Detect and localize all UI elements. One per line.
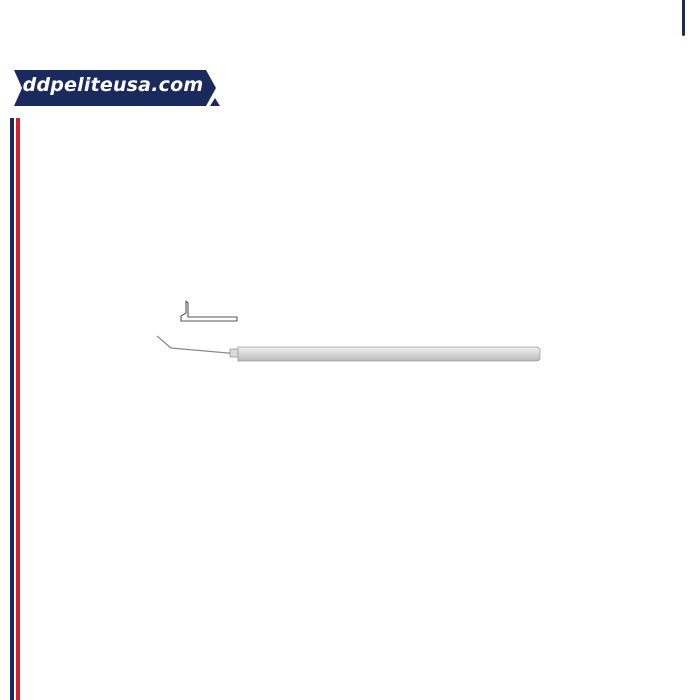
navy-stripe <box>10 118 14 700</box>
angled-ophthalmic-instrument-icon <box>156 300 541 362</box>
handle <box>237 346 541 362</box>
site-banner[interactable]: ddpeliteusa.com <box>10 68 222 108</box>
tip-detail <box>180 300 238 322</box>
tip-and-shaft <box>156 335 236 354</box>
banner-background <box>14 70 220 106</box>
corner-accent <box>682 0 685 36</box>
site-url[interactable]: ddpeliteusa.com <box>22 74 204 96</box>
product-image <box>150 295 550 375</box>
red-stripe <box>16 118 20 700</box>
